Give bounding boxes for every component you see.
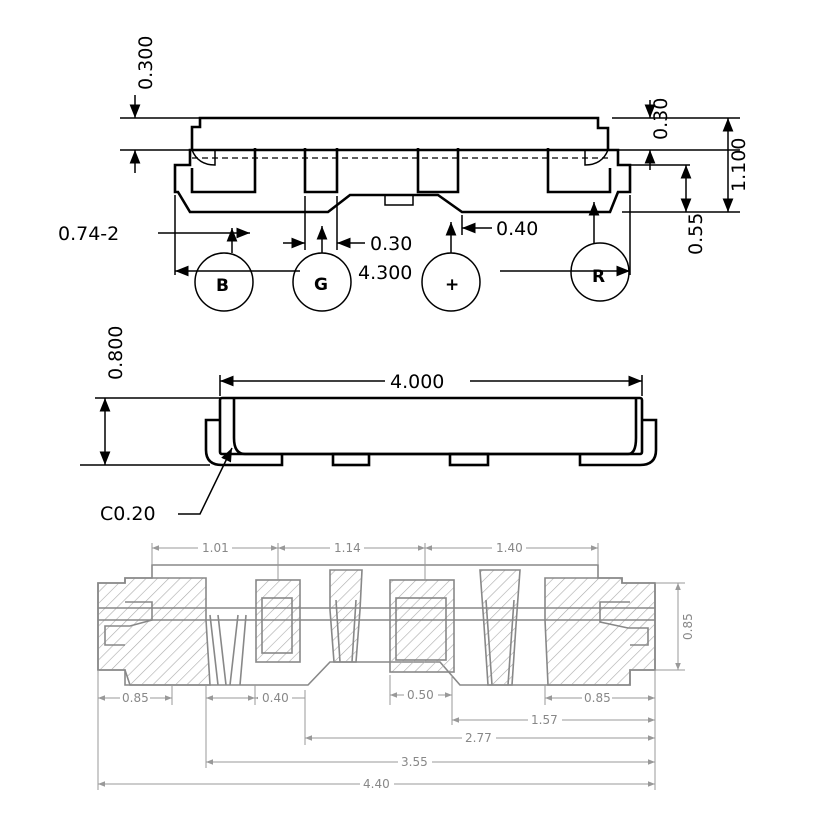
dim-157: 1.57 — [531, 713, 558, 727]
dim-0800: 0.800 — [105, 326, 127, 380]
pin-g: G — [292, 226, 352, 312]
pin-b: B — [194, 228, 254, 312]
dim-101: 1.01 — [202, 541, 229, 555]
pad-block-4 — [389, 579, 455, 673]
pad-block-3 — [329, 569, 363, 663]
pad-slot-right — [599, 601, 649, 646]
side-view: 0.800 4.000 C0.20 — [80, 326, 658, 525]
corner-lug-right — [584, 149, 609, 166]
dim-030-mid: 0.30 — [370, 233, 412, 255]
pad-slot-left — [104, 601, 153, 646]
dim-1100: 1.100 — [728, 138, 750, 192]
side-view-body — [218, 396, 644, 456]
pad-pocket-r — [546, 148, 612, 194]
dim-4000: 4.000 — [390, 371, 444, 393]
label-c020: C0.20 — [100, 503, 156, 525]
dim-4300: 4.300 — [358, 262, 412, 284]
pin-g-label: G — [314, 275, 328, 295]
dim-355: 3.55 — [401, 755, 428, 769]
pad-block-right — [544, 577, 656, 686]
pin-r: R — [570, 202, 630, 302]
dim-040: 0.40 — [496, 218, 538, 240]
dim-085-b: 0.85 — [584, 691, 611, 705]
pin-plus-label: + — [445, 275, 459, 295]
side-view-pad-2 — [331, 452, 371, 467]
dim-114: 1.14 — [334, 541, 361, 555]
dim-440: 4.40 — [363, 777, 390, 791]
dim-055: 0.55 — [685, 213, 707, 255]
side-view-left-terminal — [204, 418, 284, 467]
pad-pocket-b — [190, 148, 257, 194]
pin-plus: + — [421, 222, 481, 312]
dim-0300-top: 0.300 — [135, 36, 157, 90]
dim-050: 0.50 — [407, 688, 434, 702]
dim-085-a: 0.85 — [122, 691, 149, 705]
top-view: 0.300 0.30 1.100 0.55 0.74-2 0.30 — [58, 36, 750, 312]
pad-block-left — [97, 577, 211, 686]
pad-pocket-g — [303, 148, 339, 194]
top-view-body — [190, 116, 610, 150]
pin-b-label: B — [216, 276, 229, 296]
side-view-right-terminal — [578, 418, 658, 467]
pad-block-5 — [479, 569, 521, 686]
top-view-body-lower — [173, 148, 632, 214]
corner-lug-left — [191, 149, 216, 166]
pad-view: 1.01 1.14 1.40 0.85 0.85 0.40 0.50 — [97, 540, 695, 791]
dim-040-pad: 0.40 — [262, 691, 289, 705]
center-notch — [384, 194, 414, 206]
dim-085-right: 0.85 — [681, 613, 695, 640]
side-view-pad-3 — [448, 452, 490, 467]
dim-030-right: 0.30 — [650, 98, 672, 140]
pad-pocket-plus — [416, 148, 460, 194]
dim-074-2: 0.74-2 — [58, 223, 119, 245]
pin-r-label: R — [592, 267, 605, 287]
dim-140: 1.40 — [496, 541, 523, 555]
side-view-lens — [232, 398, 638, 456]
dim-277: 2.77 — [465, 731, 492, 745]
